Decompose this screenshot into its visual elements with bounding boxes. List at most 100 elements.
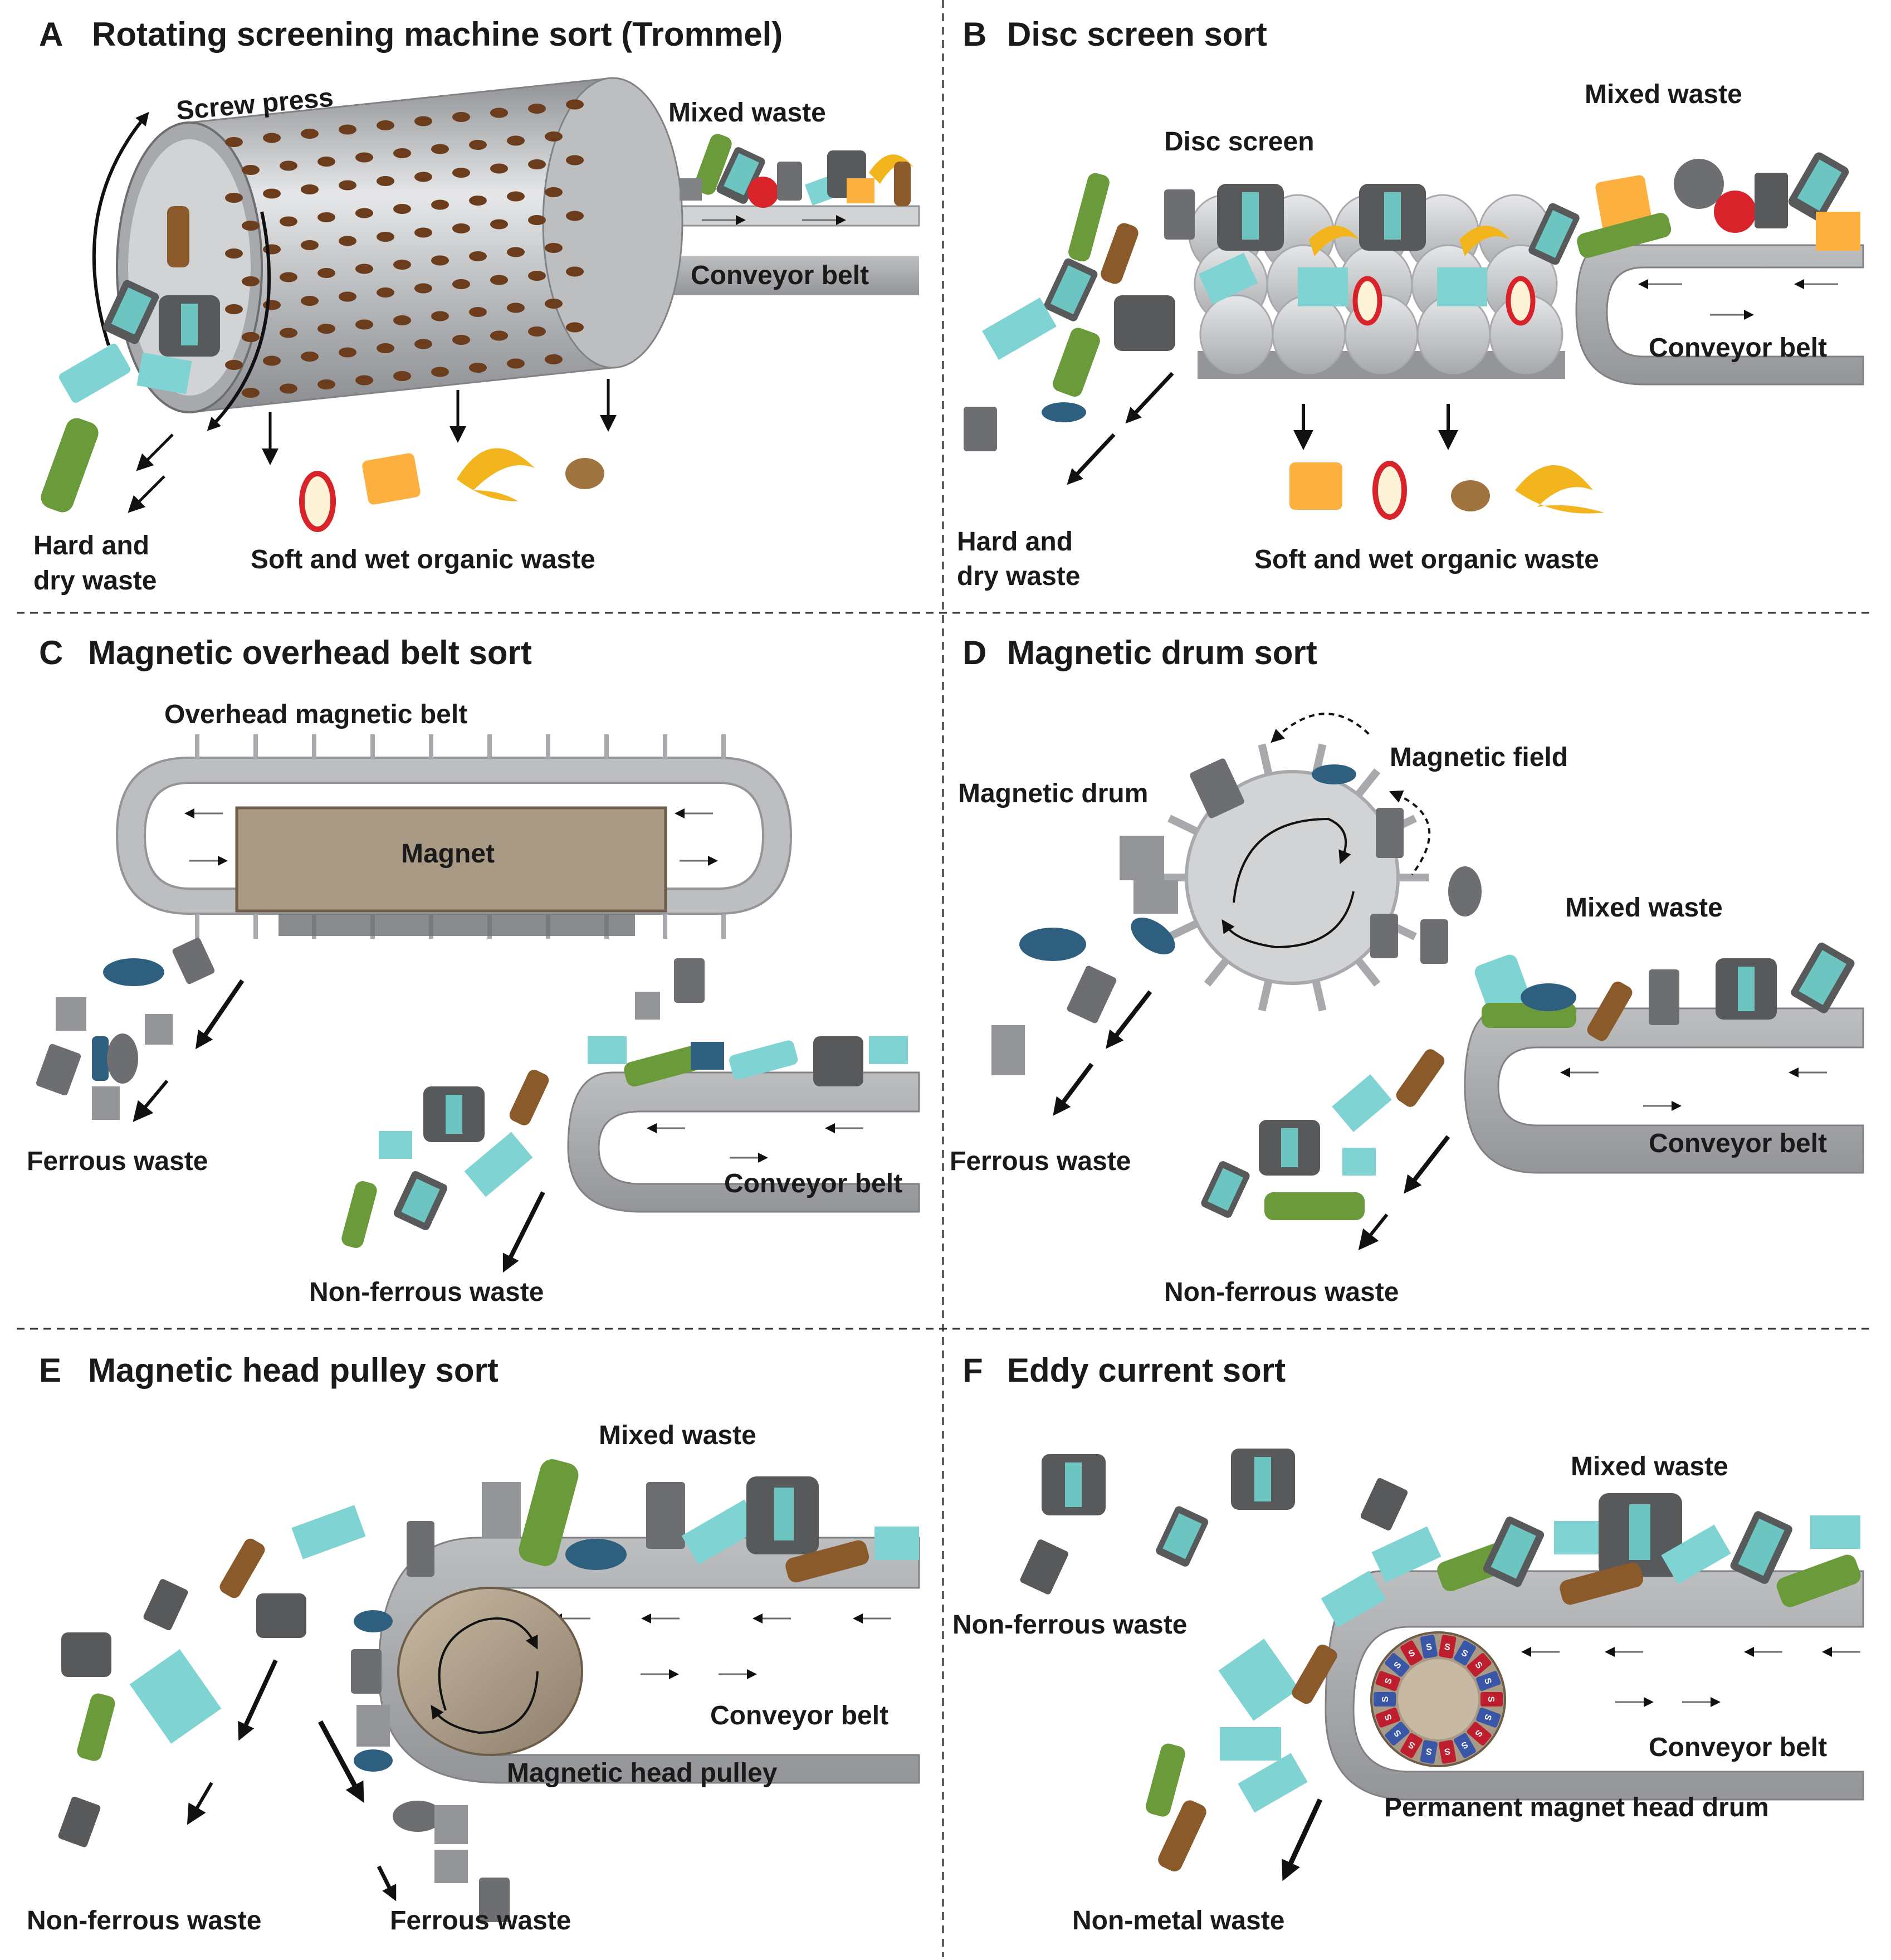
trommel-hole: [393, 204, 411, 214]
magnetic-drum-label: Magnetic drum: [958, 779, 1148, 808]
hard-dry-label-b-1: Hard and: [957, 527, 1073, 557]
panel-f-letter: F: [962, 1352, 983, 1389]
trommel-hole: [566, 266, 584, 277]
non-ferrous-label-f: Non-ferrous waste: [952, 1610, 1187, 1640]
belt-cleat: [253, 734, 258, 759]
drum-tooth: [1167, 815, 1201, 837]
rotation-arrow-left: [92, 111, 149, 346]
trommel-hole: [263, 244, 281, 255]
trommel-hole: [242, 221, 260, 231]
belt-cleat: [604, 734, 609, 759]
trommel-hole: [263, 300, 281, 310]
panel-e: E Magnetic head pulley sort Mixed waste …: [27, 1352, 920, 1935]
conveyor-belt-label-b: Conveyor belt: [1649, 333, 1827, 363]
trommel-hole: [225, 360, 243, 370]
non-metal-items-f: [1146, 1571, 1386, 1872]
trommel-hole: [263, 355, 281, 366]
trommel-hole: [301, 129, 319, 139]
trommel-hole: [507, 191, 525, 202]
magnet-pole-label: S: [1425, 1642, 1433, 1653]
trommel-hole: [431, 144, 449, 154]
trommel-hole: [431, 367, 449, 377]
organic-items-a: [299, 448, 604, 532]
trommel-hole: [452, 335, 470, 345]
trommel-hole: [414, 116, 432, 126]
trommel-hole: [355, 264, 373, 274]
mixed-waste-label-e: Mixed waste: [599, 1421, 756, 1450]
panel-d: D Magnetic drum sort Magnetic field Magn…: [950, 634, 1864, 1307]
panel-f-title: Eddy current sort: [1007, 1352, 1286, 1389]
magnet-pole: [1439, 1740, 1457, 1764]
panel-c-letter: C: [39, 634, 63, 671]
magnet-pole: [1420, 1635, 1438, 1659]
magnet-pole-label: S: [1381, 1696, 1390, 1702]
belt-cleat: [663, 734, 667, 759]
magnet-pole: [1385, 1653, 1410, 1677]
trommel-hole: [393, 371, 411, 381]
hard-dry-items-b: [964, 173, 1195, 451]
belt-cleat: [546, 734, 550, 759]
trommel-hole: [452, 279, 470, 289]
trommel-hole: [377, 120, 394, 130]
belt-cleat: [721, 914, 726, 939]
magnet-pole: [1467, 1653, 1492, 1677]
ferrous-label-c: Ferrous waste: [27, 1147, 208, 1176]
mixed-waste-items-a: [680, 134, 913, 208]
trommel-hole: [317, 268, 335, 278]
trommel-hole: [490, 219, 508, 230]
trommel-hole: [528, 159, 546, 169]
trommel-hole: [339, 180, 356, 191]
trommel-hole: [545, 187, 563, 197]
trommel-hole: [377, 343, 394, 353]
magnet-pole: [1374, 1692, 1396, 1707]
panel-d-letter: D: [962, 634, 986, 671]
magnet-label: Magnet: [401, 839, 495, 869]
magnet-pole: [1420, 1740, 1438, 1764]
trommel-hole: [469, 363, 487, 373]
trommel-hole: [393, 260, 411, 270]
trommel-hole: [225, 304, 243, 314]
trommel-hole: [339, 347, 356, 358]
trommel-hole: [528, 104, 546, 114]
drum-tooth: [1258, 977, 1273, 1012]
disc-roller: [1272, 294, 1346, 374]
magnetic-drum: [1156, 743, 1429, 1012]
trommel-hole: [339, 124, 356, 135]
hard-dry-label-a-1: Hard and: [33, 531, 149, 560]
trommel-hole: [355, 208, 373, 218]
panel-a-letter: A: [39, 16, 63, 53]
ferrous-items-e: [351, 1610, 510, 1922]
trommel-hole: [469, 251, 487, 261]
rotation-arrow-right: [207, 211, 271, 431]
conveyor-belt-label-e: Conveyor belt: [710, 1701, 888, 1730]
panel-d-title: Magnetic drum sort: [1007, 634, 1317, 671]
trommel-hole: [225, 137, 243, 147]
belt-cleat: [370, 734, 375, 759]
non-ferrous-items-e: [58, 1505, 366, 1847]
trommel-hole: [355, 319, 373, 330]
magnet-pole: [1439, 1635, 1457, 1659]
magnet-pole-label: S: [1425, 1746, 1433, 1757]
magnet-pole: [1375, 1707, 1400, 1728]
panel-b-letter: B: [962, 16, 986, 53]
trommel-hole: [339, 291, 356, 302]
trommel-hole: [301, 352, 319, 362]
trommel-hole: [263, 188, 281, 199]
panel-c-title: Magnetic overhead belt sort: [88, 634, 532, 671]
disc-roller: [1199, 294, 1274, 374]
magnet-pole-label: S: [1443, 1746, 1451, 1757]
trommel-hole: [414, 339, 432, 349]
drum-tooth: [1353, 768, 1381, 799]
trommel-drum: [116, 77, 683, 413]
magnet-pole: [1480, 1692, 1503, 1707]
trommel-hole: [545, 299, 563, 309]
magnet-pole: [1375, 1671, 1400, 1691]
ferrous-items-c: [36, 914, 705, 1120]
trommel-hole: [317, 157, 335, 167]
mixed-waste-label-a: Mixed waste: [668, 98, 826, 128]
trommel-hole: [317, 324, 335, 334]
trommel-hole: [566, 322, 584, 333]
overhead-belt-label: Overhead magnetic belt: [164, 700, 467, 729]
magnet-pole: [1476, 1707, 1501, 1728]
trommel-hole: [431, 255, 449, 266]
